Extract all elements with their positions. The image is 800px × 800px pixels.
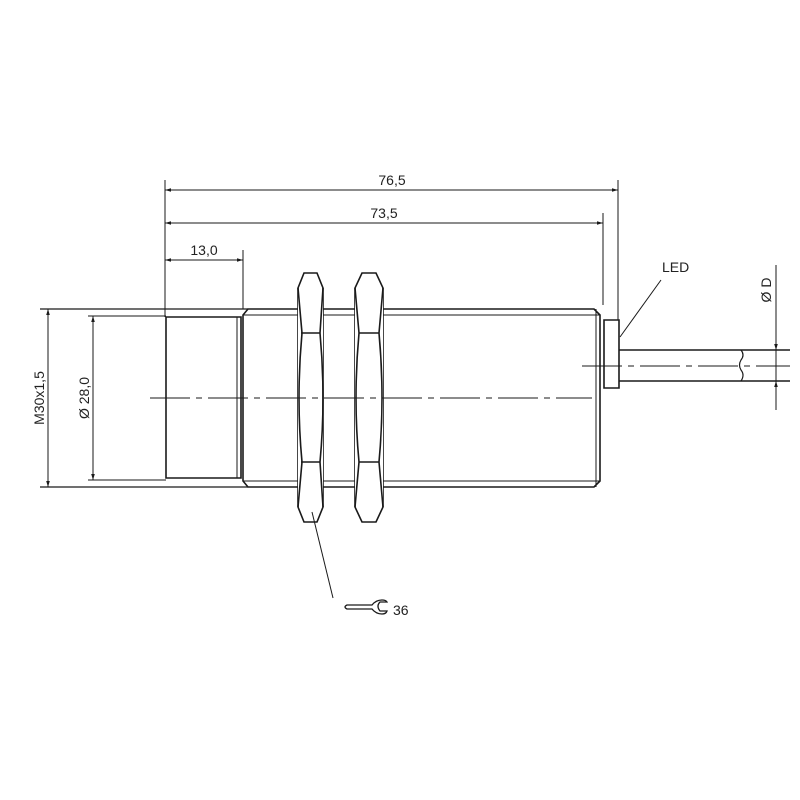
dim-13-0: 13,0 bbox=[190, 242, 217, 258]
dim-76-5: 76,5 bbox=[378, 172, 405, 188]
nut-rear bbox=[354, 272, 384, 523]
nut-front bbox=[297, 272, 324, 523]
dim-m30x1-5: M30x1,5 bbox=[31, 371, 47, 425]
wrench-icon bbox=[344, 599, 389, 615]
led-leader bbox=[619, 279, 662, 338]
led-label: LED bbox=[662, 259, 689, 275]
dim-73-5: 73,5 bbox=[370, 205, 397, 221]
rear-flange bbox=[603, 319, 620, 389]
sensing-face bbox=[165, 316, 242, 479]
wrench-size-label: 36 bbox=[393, 602, 409, 618]
dim-diameter-28-0: Ø 28,0 bbox=[76, 377, 92, 419]
dim-diameter-d: Ø D bbox=[758, 278, 774, 303]
wrench-leader bbox=[311, 511, 334, 599]
